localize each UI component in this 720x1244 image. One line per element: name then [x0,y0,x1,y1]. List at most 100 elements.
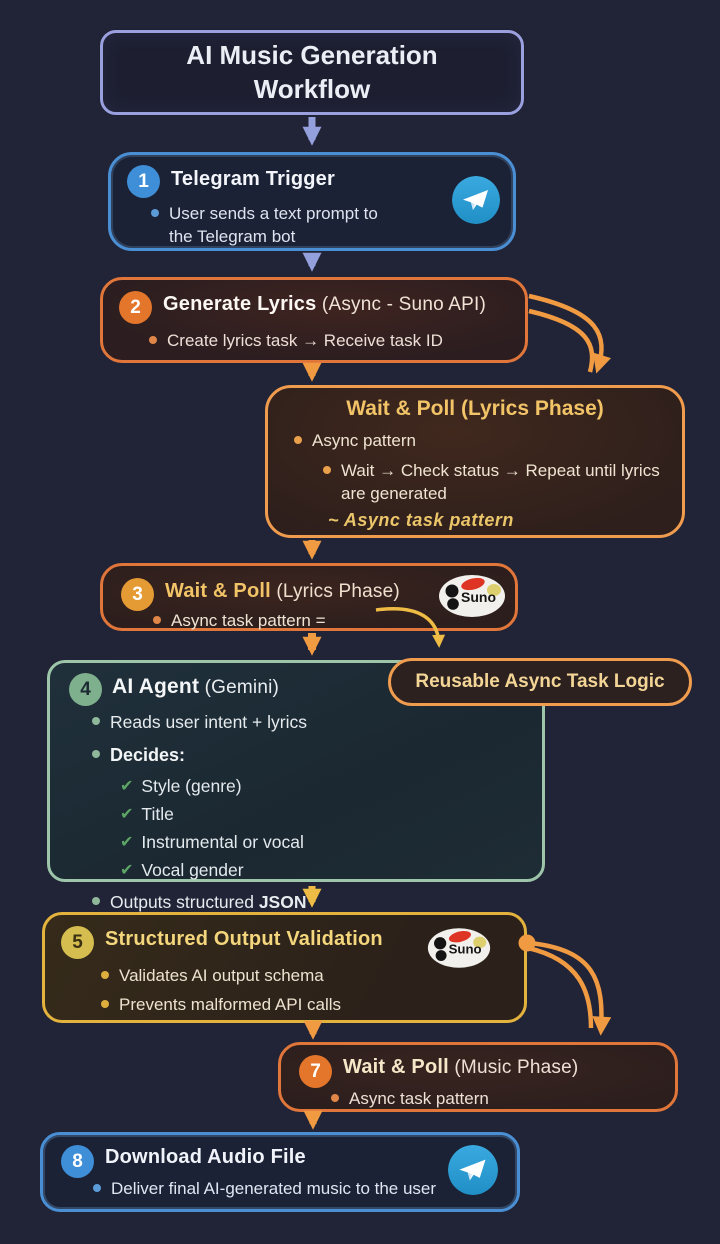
suno-logo: Suno [427,928,491,968]
bullet-item: Outputs structured JSON [92,890,526,914]
step-number-badge: 5 [61,926,94,959]
bullet-item: User sends a text prompt to the Telegram… [151,202,411,249]
bullet-item: Async task pattern [331,1087,489,1110]
node-title-main: Wait & Poll [165,580,271,602]
node-wait-poll-lyrics: 3 Wait & Poll (Lyrics Phase) Async task … [100,563,518,631]
bullet-dot [331,1094,339,1102]
bullet-text: Async task pattern [349,1089,489,1108]
check-item: ✔ Style (genre) [120,774,526,798]
step-number-badge: 8 [61,1145,94,1178]
bullet-text-prefix: Outputs structured [110,891,259,912]
bullet-item: Async pattern [294,429,416,452]
node-title-suffix: (Music Phase) [448,1057,579,1078]
step-number: 1 [138,170,149,192]
telegram-icon [452,176,500,224]
node-generate-lyrics: 2 Generate Lyrics (Async - Suno API) Cre… [100,277,528,363]
bullet-item: Prevents malformed API calls [101,993,341,1016]
node-title: Structured Output Validation [105,928,383,950]
page-title: AI Music Generation Workflow [186,39,438,104]
node-title: Wait & Poll (Music Phase) [343,1056,578,1079]
node-title-suffix: (Lyrics Phase) [270,581,400,602]
suno-logo: Suno [439,575,505,617]
step-number: 7 [310,1060,321,1082]
node-wait-poll-music: 7 Wait & Poll (Music Phase) Async task p… [278,1042,678,1112]
bullet-text: Async pattern [312,431,416,450]
sub-bullet-text: Wait → Check status → Repeat until lyric… [341,461,660,504]
bullet-text: Deliver final AI-generated music to the … [111,1179,437,1198]
bullet-dot [92,750,100,759]
check-text: Style (genre) [141,775,242,796]
bullet-item: Reads user intent + lyrics [92,710,526,734]
diagram-title-box: AI Music Generation Workflow [100,30,524,115]
bullet-text: Create lyrics task → Receive task ID [167,331,443,350]
step-number: 5 [72,931,83,953]
node-telegram-trigger: 1 Telegram Trigger User sends a text pro… [108,152,516,251]
check-text: Title [141,804,174,825]
check-item: ✔ Title [120,802,526,826]
bullet-dot [92,896,100,905]
arrow-step5-loop-outer [529,940,612,1036]
bullet-text: Decides: [110,745,186,766]
node-structured-output-validation: 5 Structured Output Validation Validates… [42,912,527,1023]
bullet-text: Prevents malformed API calls [119,995,342,1015]
node-title-suffix: (Async - Suno API) [316,294,487,315]
reusable-async-task-logic-tag: Reusable Async Task Logic [388,658,692,706]
step-number-badge: 4 [69,673,102,706]
bullet-dot [93,1184,101,1192]
bullet-dot [101,971,109,979]
checkmark-icon: ✔ [120,834,134,852]
telegram-icon [448,1145,498,1195]
bullet-text-bold: JSON [258,891,307,912]
bullet-text: User sends a text prompt to the Telegram… [169,204,378,247]
bullet-dot [294,436,302,444]
bullet-item: Async task pattern = [153,609,326,632]
bullet-text: Outputs structured JSON [110,890,306,914]
arrow-step5-loop-inner [527,945,594,1029]
step-number-badge: 2 [119,291,152,324]
node-title-main: Wait & Poll [343,1056,449,1078]
checkmark-icon: ✔ [120,777,134,795]
bullet-dot [101,1000,109,1009]
step-number: 8 [72,1150,83,1172]
node-title: AI Agent (Gemini) [112,675,279,699]
node-title: Generate Lyrics (Async - Suno API) [163,293,486,316]
bullet-item: Decides: [92,743,526,768]
node-title: Wait & Poll (Lyrics Phase) [346,397,604,420]
node-title-main: AI Agent [112,675,200,698]
sub-bullet-item: Wait → Check status → Repeat until lyric… [323,459,673,506]
arrow-step2-loop-outer [528,293,612,374]
suno-logo-text: Suno [461,589,496,605]
step-number: 4 [80,678,91,700]
node-title-suffix: (Gemini) [199,677,280,698]
bullet-text: Async task pattern = [171,611,326,630]
bullet-dot [323,466,331,474]
node-download-audio-file: 8 Download Audio File Deliver final AI-g… [40,1132,520,1212]
bullet-text: Validates AI output schema [119,966,324,985]
bullet-dot [92,717,100,725]
bullet-dot [151,209,159,217]
checkmark-icon: ✔ [120,806,134,824]
note-text: ~ Async task pattern [328,510,514,530]
step-number: 2 [130,296,141,318]
node-wait-poll-lyrics-detail: Wait & Poll (Lyrics Phase) Async pattern… [265,385,685,538]
check-item: ✔ Vocal gender [120,858,526,882]
bullet-text: Reads user intent + lyrics [110,712,307,732]
node-title: Telegram Trigger [171,168,335,190]
arrow-step2-loop-inner [528,308,595,373]
bullet-item: Create lyrics task → Receive task ID [149,329,443,352]
node-title-main: Generate Lyrics [163,293,317,315]
step-number: 3 [132,583,143,605]
check-text: Vocal gender [141,860,244,881]
bullet-dot [149,336,157,344]
check-item: ✔ Instrumental or vocal [120,830,526,854]
bullet-item: Validates AI output schema [101,964,341,987]
bullet-dot [153,616,161,624]
step-number-badge: 3 [121,578,154,611]
step-number-badge: 1 [127,165,160,198]
suno-logo-text: Suno [449,942,482,957]
check-text: Instrumental or vocal [141,832,304,853]
checkmark-icon: ✔ [120,862,134,880]
tag-label: Reusable Async Task Logic [415,671,665,692]
node-title: Download Audio File [105,1146,306,1168]
